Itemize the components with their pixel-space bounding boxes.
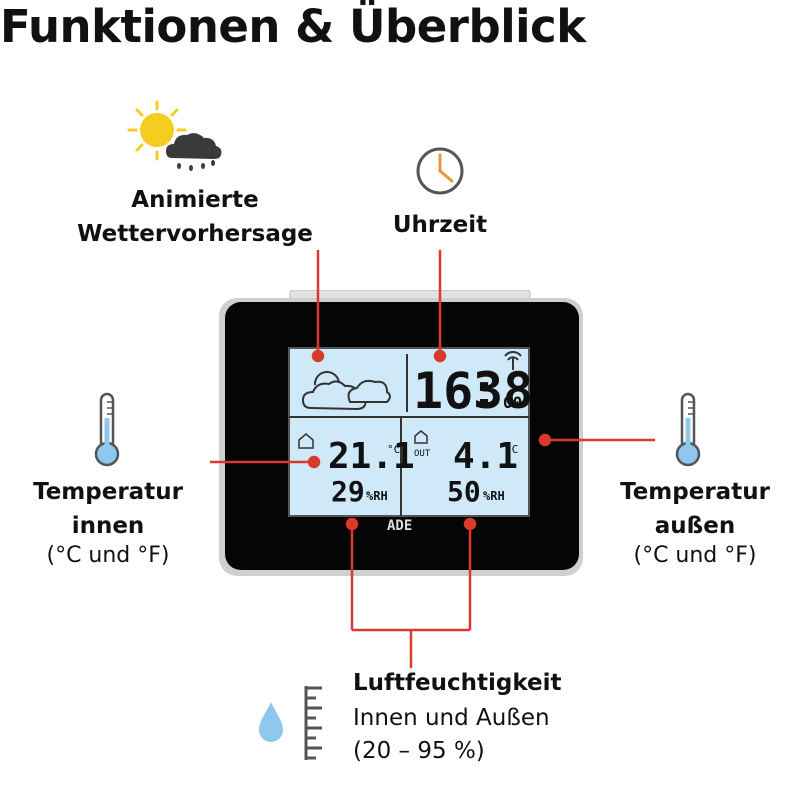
radio-signal-icon [504, 351, 522, 370]
water-drop-icon [259, 702, 283, 742]
temp-outside-label-line1: Temperatur [620, 479, 770, 505]
lcd-out-label: OUT [414, 449, 431, 459]
forecast-label-line1: Animierte [131, 187, 259, 213]
temp-outside-unit: (°C und °F) [633, 543, 757, 568]
temp-outside-label: Temperatur außen [600, 475, 790, 543]
lcd-hum-outside: 50 [447, 475, 481, 508]
lcd-temp-inside-unit: °C [387, 443, 400, 456]
lcd-weather-icon [301, 371, 391, 411]
time-label: Uhrzeit [392, 212, 488, 238]
temp-inside-unit: (°C und °F) [46, 543, 170, 568]
scale-icon [304, 686, 322, 760]
lcd-display [288, 347, 530, 517]
brand-logo: ADE [387, 518, 412, 534]
temp-inside-label-line1: Temperatur [33, 479, 183, 505]
lcd-temp-outside-unit: °C [505, 443, 518, 456]
humidity-label: Luftfeuchtigkeit [353, 670, 562, 696]
weather-station-device: 16 : 38 00 21.1 °C 29 %RH OUT 4.1 °C 50 … [219, 290, 583, 576]
humidity-subtitle: Innen und Außen [353, 705, 550, 731]
lcd-hum-outside-unit: %RH [483, 489, 505, 503]
lcd-hum-inside: 29 [331, 475, 365, 508]
forecast-label-line2: Wettervorhersage [77, 221, 313, 247]
lcd-time-minutes: 38 [473, 362, 533, 420]
thermometer-outside-icon [675, 392, 701, 467]
temp-inside-label: Temperatur innen [8, 475, 208, 543]
page-title: Funktionen & Überblick [0, 0, 586, 53]
clock-icon [416, 147, 464, 195]
lcd-hum-inside-unit: %RH [366, 489, 388, 503]
home-icon [298, 433, 314, 449]
humidity-range: (20 – 95 %) [353, 738, 485, 764]
lcd-temp-outside: 4.1 [453, 436, 518, 477]
outdoor-icon [414, 430, 428, 444]
lcd-time-seconds: 00 [503, 393, 522, 412]
sun-cloud-rain-icon [127, 100, 222, 171]
lcd-temp-inside: 21.1 [328, 436, 415, 477]
lcd-time-hours: 16 [413, 362, 473, 420]
forecast-label: Animierte Wettervorhersage [40, 183, 350, 251]
lcd-time-colon: : [469, 362, 499, 420]
temp-inside-label-line2: innen [71, 513, 145, 539]
temp-outside-label-line2: außen [654, 513, 736, 539]
thermometer-inside-icon [94, 392, 120, 467]
